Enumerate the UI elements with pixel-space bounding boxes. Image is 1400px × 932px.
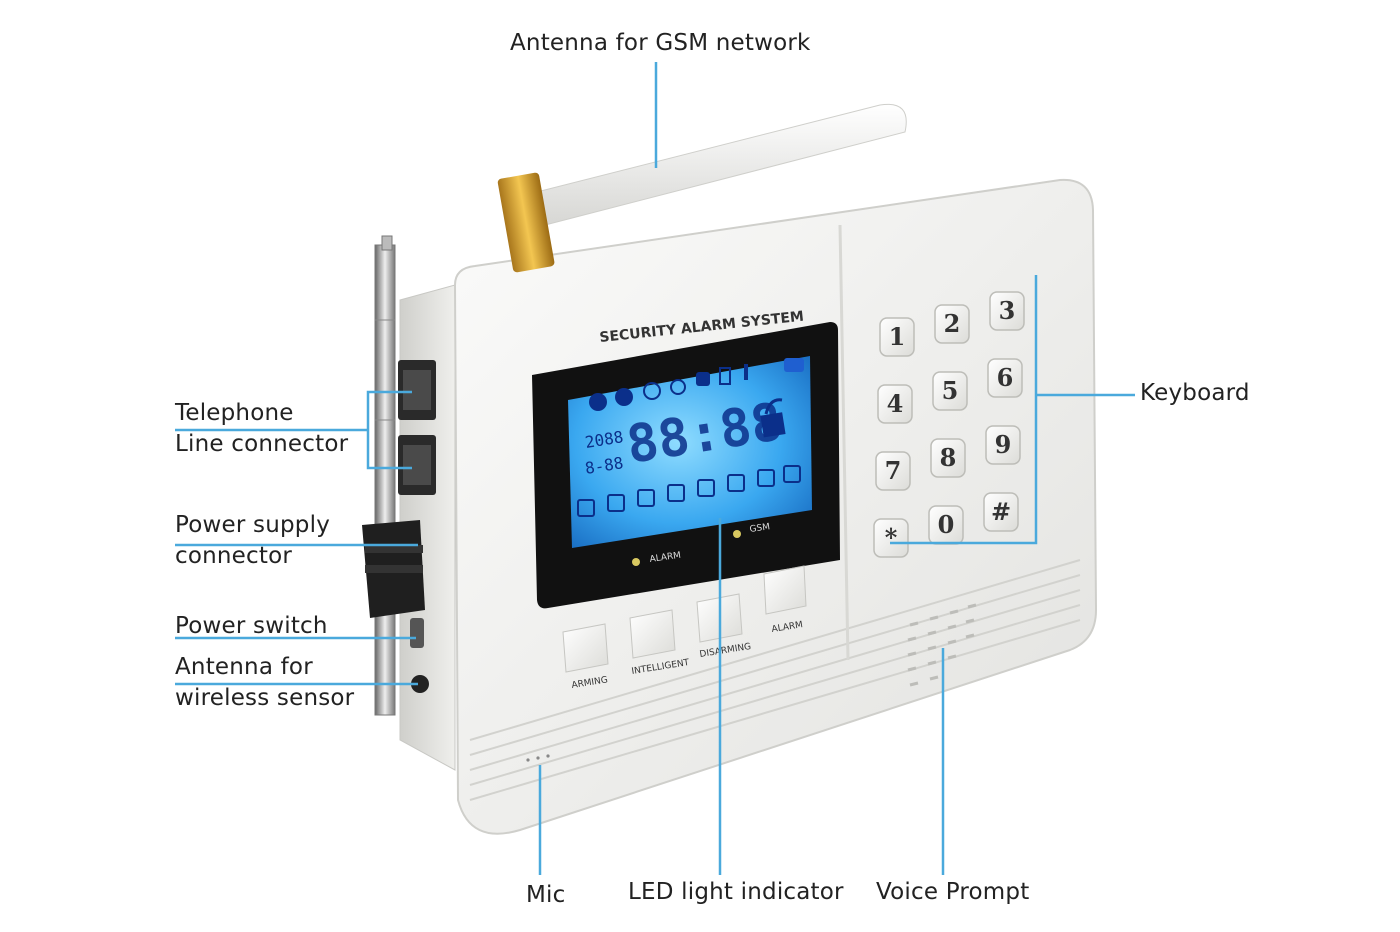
wireless-port <box>411 675 429 693</box>
telescopic-antenna <box>374 235 396 716</box>
label-telephone-line-1: Telephone <box>175 400 294 426</box>
mic-holes <box>526 754 550 762</box>
callout-telephone-line: Telephone Line connector <box>175 398 348 460</box>
keypad-key-label: 3 <box>999 296 1016 325</box>
leader-lines <box>175 62 1135 875</box>
power-switch <box>410 618 424 648</box>
keypad-key-2[interactable]: 2 <box>934 304 970 344</box>
gsm-antenna <box>497 103 907 273</box>
keypad-key-label: 5 <box>942 376 959 405</box>
power-plug <box>362 520 425 618</box>
keypad-key-label: 6 <box>997 363 1014 392</box>
callout-mic: Mic <box>526 880 565 911</box>
label-power-supply-2: connector <box>175 543 293 569</box>
label-antenna-gsm: Antenna for GSM network <box>510 30 811 56</box>
callout-voice-prompt: Voice Prompt <box>876 877 1029 908</box>
keypad-panel-edge <box>838 224 850 661</box>
label-power-supply-1: Power supply <box>175 512 331 538</box>
label-telephone-line-2: Line connector <box>175 431 349 457</box>
alarm-led <box>632 558 640 566</box>
leader-telephone <box>175 390 412 470</box>
alarm-led-label: ALARM <box>649 551 682 565</box>
label-led-indicator: LED light indicator <box>628 879 844 905</box>
keypad-key-label: 7 <box>885 456 902 485</box>
label-antenna-wireless-2: wireless sensor <box>175 685 355 711</box>
keypad-key-label: 1 <box>889 322 906 351</box>
keypad-key-label: 0 <box>938 510 955 539</box>
keypad-key-7[interactable]: 7 <box>875 451 911 491</box>
keypad-key-4[interactable]: 4 <box>877 384 913 424</box>
keypad-key-6[interactable]: 6 <box>987 358 1023 398</box>
callout-power-switch: Power switch <box>175 611 328 642</box>
callout-keyboard: Keyboard <box>1140 378 1250 409</box>
callout-led-indicator: LED light indicator <box>628 877 844 908</box>
label-power-switch: Power switch <box>175 613 328 639</box>
lcd-status-icons <box>589 358 804 411</box>
body-ribs <box>469 559 1081 801</box>
leader-keyboard <box>890 275 1135 545</box>
label-antenna-wireless-1: Antenna for <box>175 654 313 680</box>
lcd-bottom-icons <box>577 465 801 517</box>
callout-power-supply: Power supply connector <box>175 510 330 572</box>
callout-antenna-wireless: Antenna for wireless sensor <box>175 652 354 714</box>
lcd-lock-icon <box>760 398 786 438</box>
keypad-key-label: # <box>991 497 1011 526</box>
keypad-key-label: 9 <box>995 430 1012 459</box>
keypad-key-3[interactable]: 3 <box>989 291 1025 331</box>
gsm-led-label: GSM <box>749 522 771 535</box>
keypad-key-hash[interactable]: # <box>983 492 1019 532</box>
label-mic: Mic <box>526 882 566 908</box>
telephone-jacks <box>398 360 436 495</box>
keypad-key-label: 4 <box>887 389 904 418</box>
keypad-key-0[interactable]: 0 <box>928 505 964 545</box>
gsm-led <box>733 530 741 538</box>
speaker-grille <box>907 603 977 687</box>
keypad-key-label: 8 <box>940 443 957 472</box>
keypad-key-8[interactable]: 8 <box>930 438 966 478</box>
keypad: 1 2 3 4 5 6 7 8 9 * 0 # <box>873 291 1025 558</box>
keypad-key-1[interactable]: 1 <box>879 317 915 357</box>
keypad-key-label: 2 <box>944 309 961 338</box>
svg-text:ALARM: ALARM <box>771 620 804 635</box>
callout-antenna-gsm: Antenna for GSM network <box>510 28 811 59</box>
keypad-key-star[interactable]: * <box>873 518 909 558</box>
label-keyboard: Keyboard <box>1140 380 1250 406</box>
label-voice-prompt: Voice Prompt <box>876 879 1030 905</box>
keypad-key-5[interactable]: 5 <box>932 371 968 411</box>
keypad-key-label: * <box>885 523 898 552</box>
keypad-key-9[interactable]: 9 <box>985 425 1021 465</box>
alarm-button[interactable]: ALARM <box>763 565 807 635</box>
